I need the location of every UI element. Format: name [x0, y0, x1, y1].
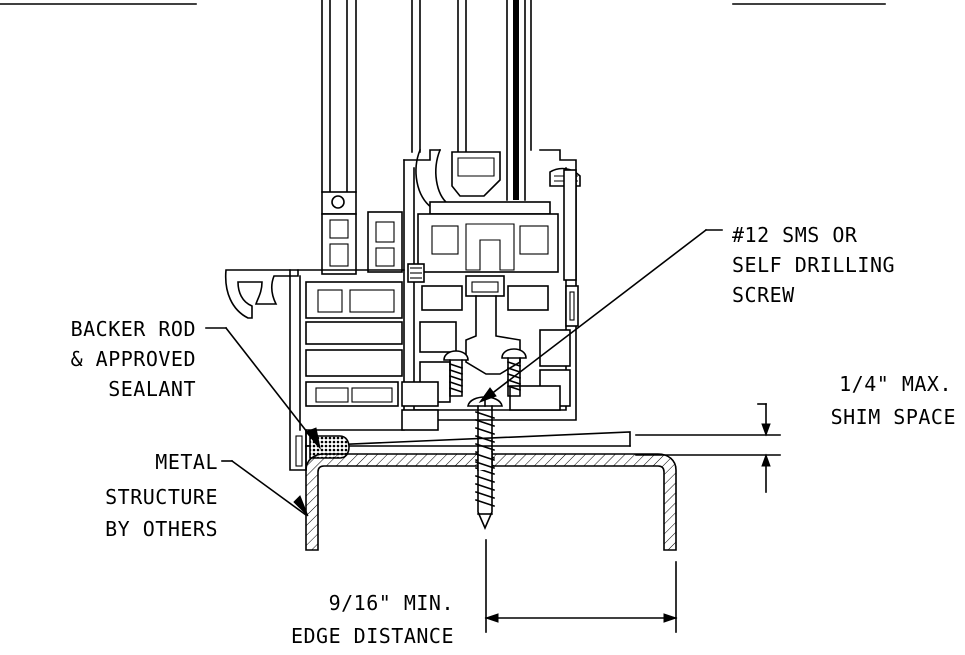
label-backer-line-2: & APPROVED	[71, 347, 196, 371]
label-metal-line-1: METAL	[155, 450, 218, 474]
label-edge-line-1: 9/16" MIN.	[329, 591, 454, 615]
inner-sash-profile	[403, 0, 581, 421]
sash-screws	[443, 348, 527, 397]
label-screw-line-2: SELF DRILLING	[732, 253, 895, 277]
outer-sash-profile	[321, 0, 403, 275]
label-backer-line-3: SEALANT	[108, 377, 196, 401]
label-metal-line-3: BY OTHERS	[105, 517, 218, 541]
label-backer-line-1: BACKER ROD	[71, 317, 196, 341]
label-screw-line-3: SCREW	[732, 283, 795, 307]
label-metal-line-2: STRUCTURE	[105, 485, 218, 509]
metal-structure-channel	[305, 453, 677, 551]
leaders	[205, 228, 723, 517]
edge-distance-dimension	[484, 539, 678, 633]
label-shim-line-2: SHIM SPACE	[831, 405, 956, 429]
shim-wedge	[305, 431, 631, 447]
label-edge: 9/16" MIN. EDGE DISTANCE	[291, 591, 454, 648]
label-backer: BACKER ROD & APPROVED SEALANT	[71, 317, 196, 401]
label-screw-line-1: #12 SMS OR	[732, 223, 858, 247]
label-edge-line-2: EDGE DISTANCE	[291, 624, 454, 648]
main-frame-profile	[224, 269, 561, 471]
label-shim-line-1: 1/4" MAX.	[839, 372, 952, 396]
label-shim: 1/4" MAX. SHIM SPACE	[831, 372, 956, 429]
label-screw: #12 SMS OR SELF DRILLING SCREW	[732, 223, 895, 307]
shim-space-dimension	[635, 403, 781, 493]
label-metal: METAL STRUCTURE BY OTHERS	[105, 450, 218, 541]
